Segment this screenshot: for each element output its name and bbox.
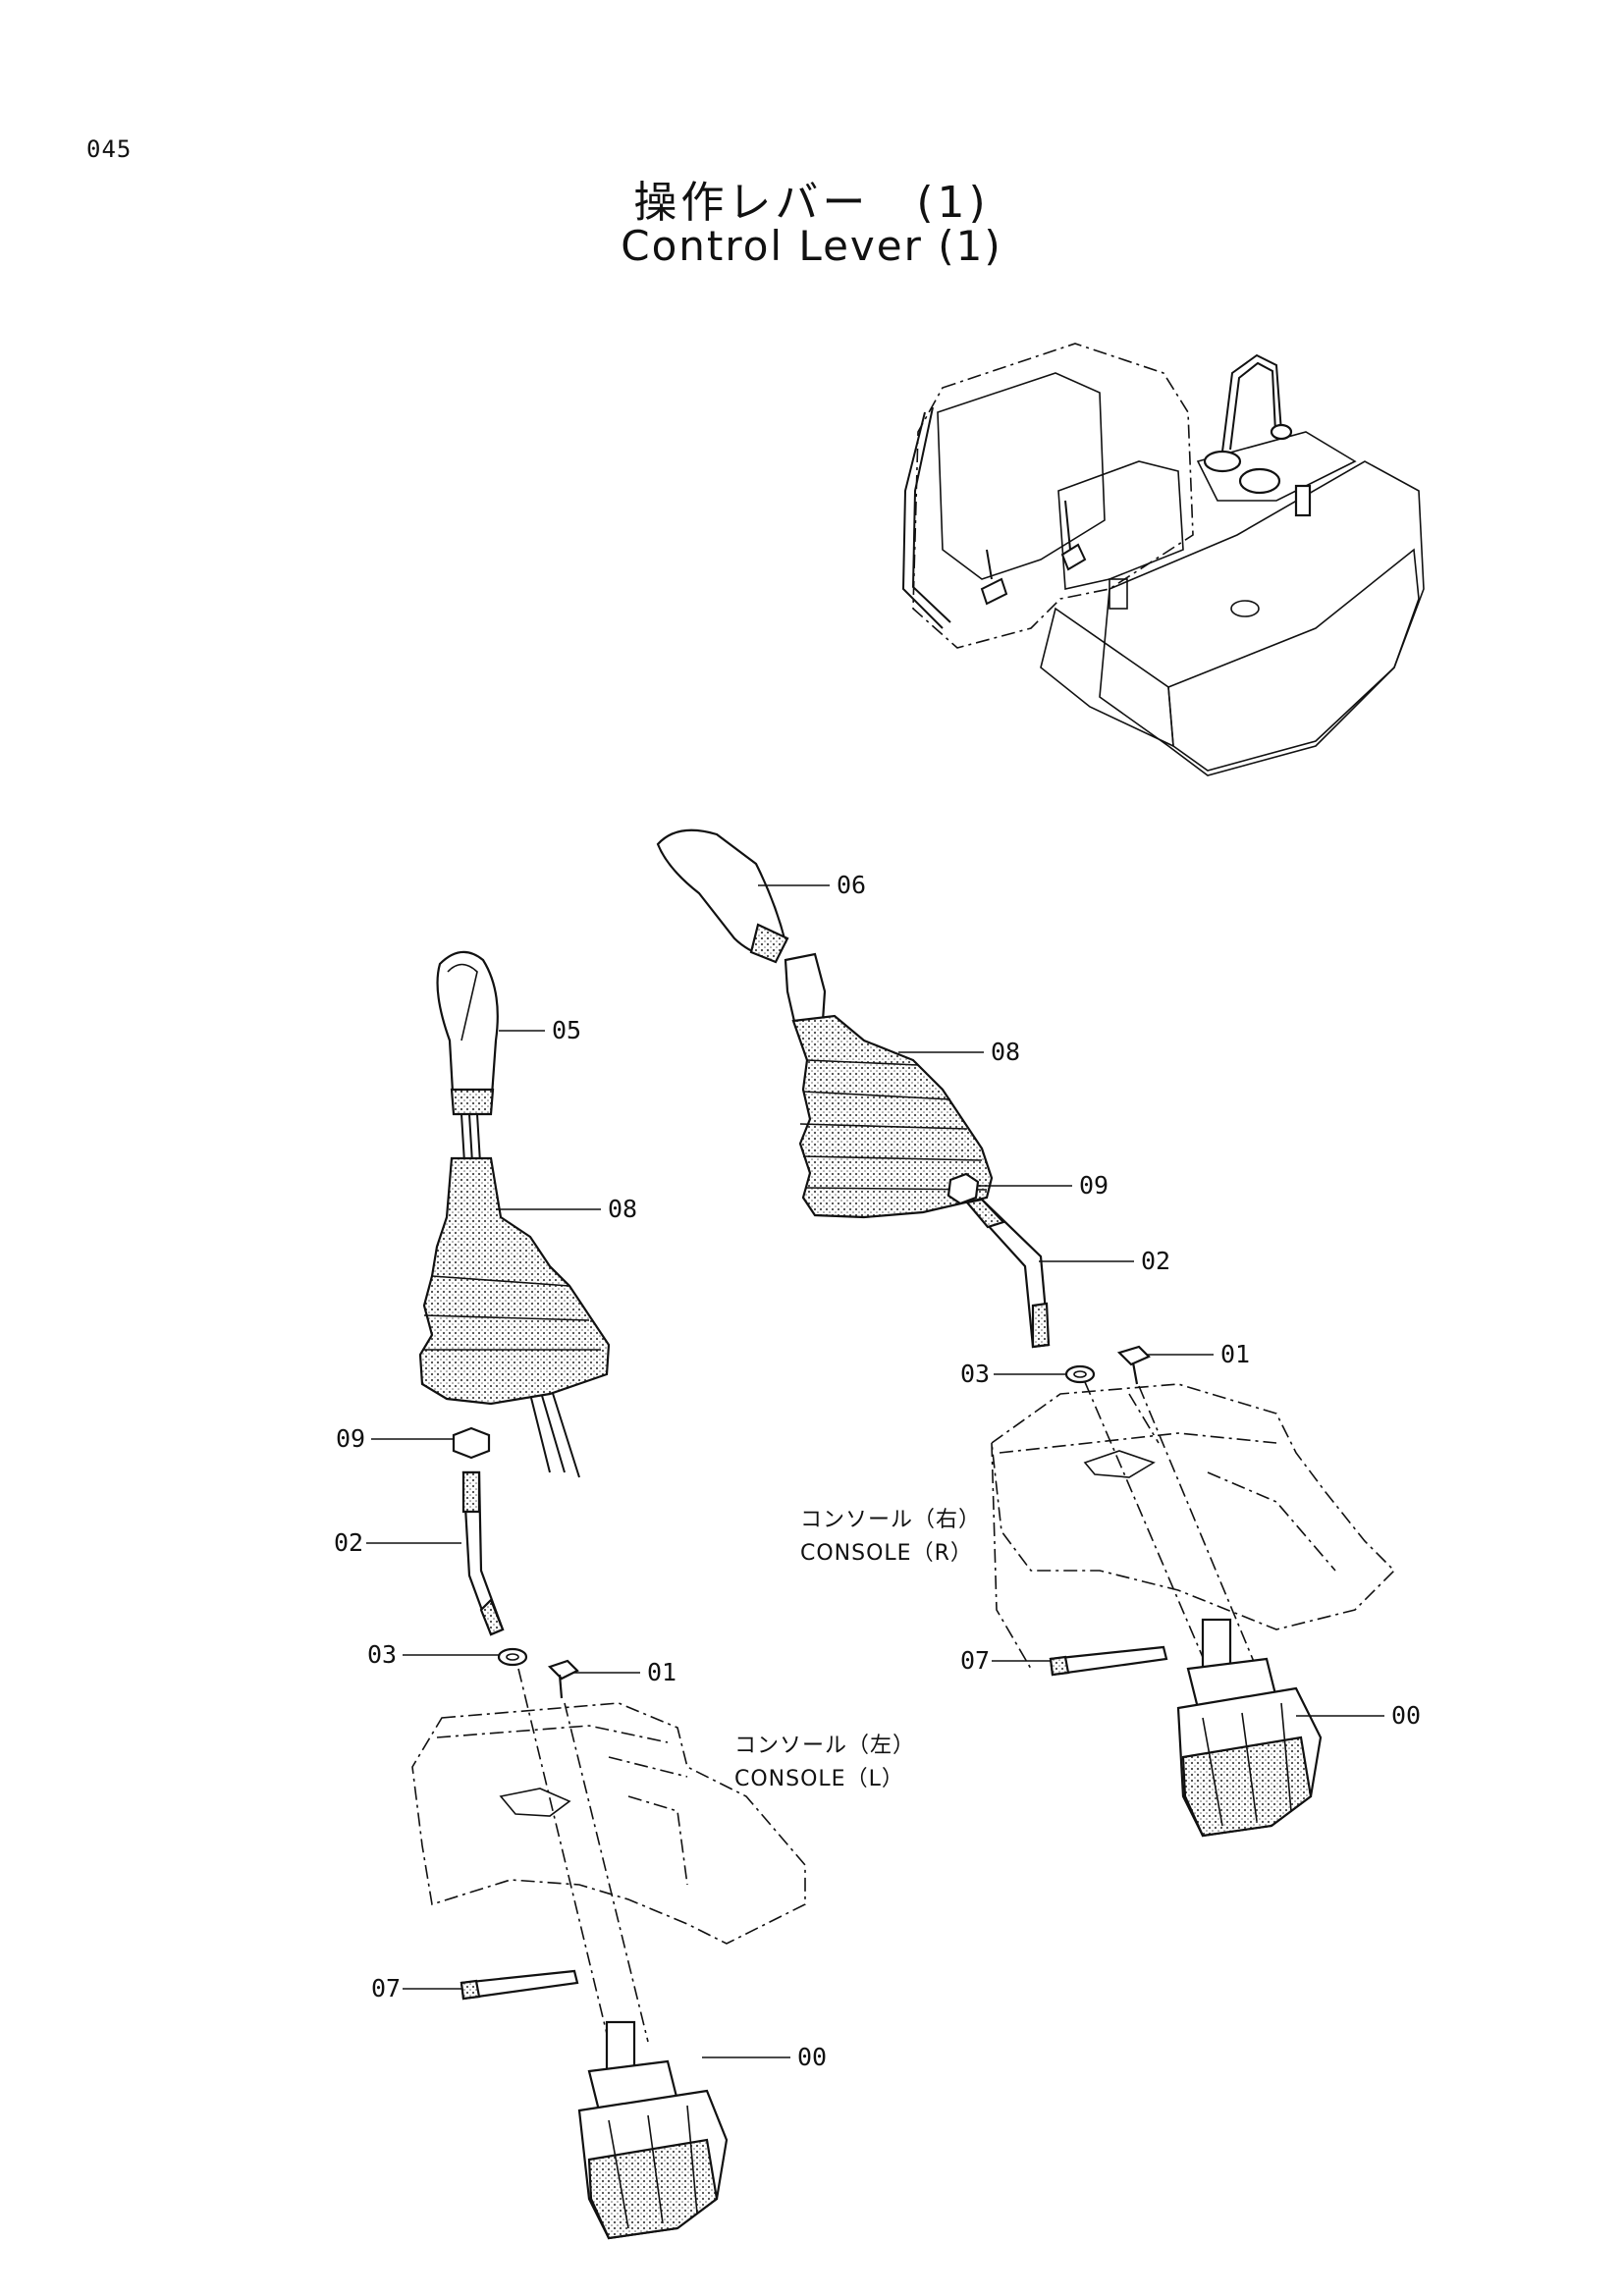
console-left-label-jp: コンソール（左） bbox=[734, 1734, 915, 1758]
nut-09-right bbox=[947, 1172, 980, 1205]
callout-right-00: 00 bbox=[1391, 1701, 1421, 1730]
right-lever-assembly bbox=[656, 828, 1396, 1838]
page-title-japanese: 操作レバー (1) bbox=[633, 178, 990, 228]
boot-08-right bbox=[791, 1014, 994, 1219]
page-title-english: Control Lever (1) bbox=[621, 222, 1002, 270]
callout-right-06: 06 bbox=[837, 871, 866, 899]
callout-left-07: 07 bbox=[371, 1974, 401, 2002]
nut-09 bbox=[452, 1426, 491, 1460]
callout-left-02: 02 bbox=[334, 1528, 363, 1557]
callout-right-03: 03 bbox=[960, 1360, 990, 1388]
console-left-label-en: CONSOLE（L） bbox=[734, 1767, 904, 1791]
bolt-01-right bbox=[1116, 1345, 1151, 1385]
washer-03-right bbox=[1064, 1364, 1096, 1384]
callout-right-08: 08 bbox=[991, 1038, 1020, 1066]
callout-left-05: 05 bbox=[552, 1016, 581, 1044]
bolt-01 bbox=[547, 1659, 579, 1699]
boot-08 bbox=[418, 1156, 611, 1406]
left-lever-assembly bbox=[411, 950, 806, 2240]
leader-lines bbox=[366, 884, 1384, 2058]
excavator-overview-illustration bbox=[901, 343, 1425, 776]
callout-left-08: 08 bbox=[608, 1195, 637, 1223]
callout-left-01: 01 bbox=[647, 1658, 676, 1686]
callout-right-07: 07 bbox=[960, 1646, 990, 1675]
callout-right-02: 02 bbox=[1141, 1247, 1170, 1275]
callout-left-09: 09 bbox=[336, 1424, 365, 1453]
callout-left-00: 00 bbox=[797, 2043, 827, 2071]
console-right-outline bbox=[991, 1383, 1396, 1630]
callout-left-03: 03 bbox=[367, 1640, 397, 1669]
callout-right-01: 01 bbox=[1220, 1340, 1250, 1368]
console-right-label-en: CONSOLE（R） bbox=[800, 1541, 973, 1566]
callout-right-09: 09 bbox=[1079, 1171, 1109, 1200]
console-right-label-jp: コンソール（右） bbox=[800, 1508, 981, 1532]
washer-03 bbox=[497, 1647, 528, 1667]
console-left-outline bbox=[411, 1702, 806, 1945]
page-number: 045 bbox=[86, 135, 133, 163]
